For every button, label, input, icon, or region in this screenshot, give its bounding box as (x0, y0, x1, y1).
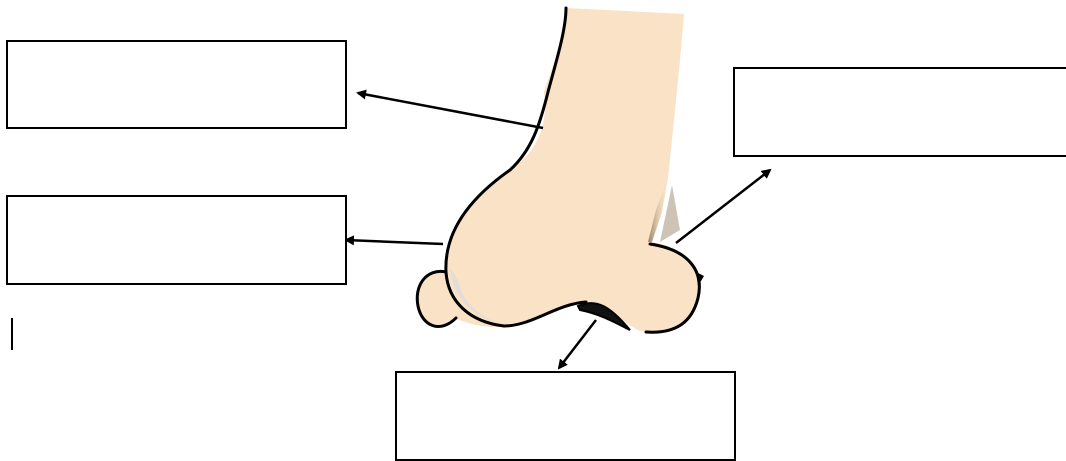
nose-side-shadow-2 (660, 185, 680, 242)
nose-tip-outline (444, 270, 588, 328)
arrow-icon (356, 89, 544, 130)
nose-shading (450, 268, 504, 324)
arrow-icon (344, 235, 444, 246)
arrow-icon (557, 319, 597, 370)
nose-side-shadow (648, 178, 668, 242)
nostril-opening (576, 302, 631, 331)
label-box-right[interactable] (733, 67, 1066, 157)
label-box-middle-left[interactable] (6, 195, 347, 285)
nose-ala-outline (644, 242, 701, 334)
nose-illustration (415, 6, 704, 334)
label-box-bottom[interactable] (395, 371, 736, 461)
arrows (344, 89, 772, 370)
ala-mark (696, 272, 704, 286)
text-cursor (11, 318, 13, 350)
nose-body (417, 8, 701, 332)
arrow-icon (675, 168, 772, 244)
nostril-lobe-outline (415, 269, 458, 328)
nose-profile-outline (444, 6, 568, 274)
label-box-top-left[interactable] (6, 40, 347, 129)
